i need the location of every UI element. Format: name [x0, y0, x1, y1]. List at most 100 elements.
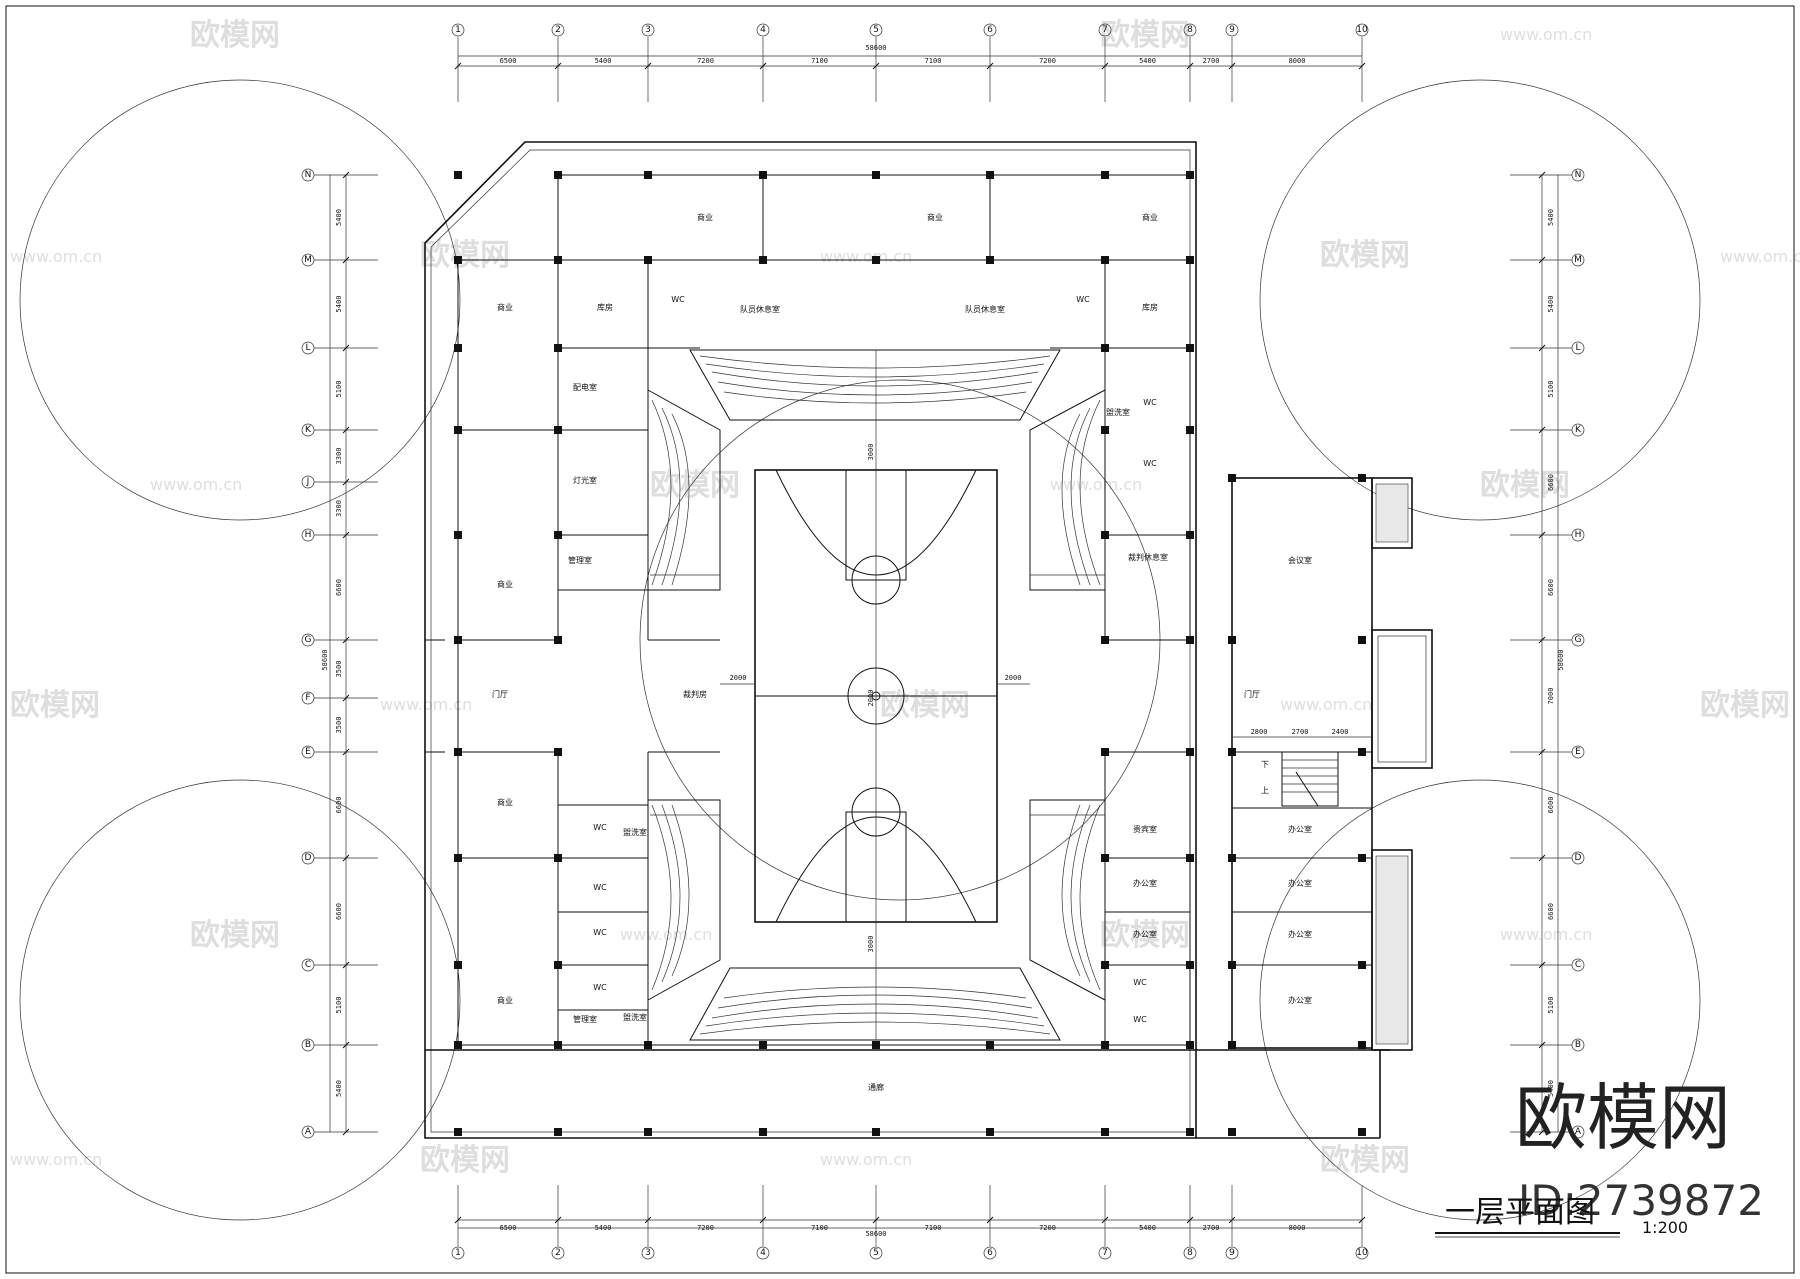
grid-bubble: [1225, 1246, 1239, 1260]
watermark-brand: 欧模网: [10, 688, 100, 723]
column: [554, 1041, 562, 1049]
dimension-tick: [1538, 961, 1546, 969]
watermark-url: www.om.cn: [380, 695, 472, 714]
watermark-brand: 欧模网: [1700, 688, 1790, 723]
grid-axis-label: M: [304, 255, 312, 265]
watermark-url: www.om.cn: [150, 475, 242, 494]
grid-spacing-dimension: 5400: [1547, 209, 1555, 226]
grid-axis-label: K: [305, 425, 312, 435]
grid-spacing-dimension: 6600: [335, 797, 343, 814]
column: [1101, 171, 1109, 179]
grid-spacing-dimension: 2700: [1203, 1224, 1220, 1232]
grid-axis-label: N: [1575, 170, 1582, 180]
grid-bubble: [301, 958, 315, 972]
grid-bubble: [1571, 1125, 1585, 1139]
column: [1358, 961, 1366, 969]
dimension-tick: [1538, 256, 1546, 264]
room-wc: WC: [593, 883, 607, 892]
grid-axis-label: 4: [760, 25, 766, 35]
grid-axis-label: J: [306, 477, 310, 487]
column: [1228, 854, 1236, 862]
grid-axis-label: 9: [1229, 1248, 1235, 1258]
room-team-rest: 队员休息室: [965, 304, 1005, 314]
watermark-brand: 欧模网: [1320, 1143, 1410, 1178]
dimension-tick: [1186, 62, 1194, 70]
grid-axis-label: D: [305, 853, 312, 863]
room-office: 办公室: [1288, 929, 1312, 939]
grid-total-dimension: 58600: [321, 649, 329, 670]
column: [872, 171, 880, 179]
room-wash: 盥洗室: [623, 827, 647, 837]
dimension-tick: [1538, 748, 1546, 756]
grid-bubble: [1571, 851, 1585, 865]
grid-spacing-dimension: 8000: [1289, 57, 1306, 65]
dimension-tick: [454, 62, 462, 70]
grid-bubble: [1571, 423, 1585, 437]
grid-axis-label: C: [305, 960, 311, 970]
grid-bubble: [1571, 1038, 1585, 1052]
column: [554, 961, 562, 969]
column: [644, 256, 652, 264]
grid-spacing-dimension: 6600: [335, 579, 343, 596]
dimension-tick: [1538, 531, 1546, 539]
room-wash: 盥洗室: [623, 1012, 647, 1022]
grid-bubble: [869, 23, 883, 37]
grid-spacing-dimension: 7200: [1039, 57, 1056, 65]
partitions: [457, 174, 1372, 1046]
watermark-url: www.om.cn: [1280, 695, 1372, 714]
column: [554, 748, 562, 756]
dimension-tick: [1538, 171, 1546, 179]
watermark-brand: 欧模网: [190, 18, 280, 53]
grid-axis-label: 8: [1187, 1248, 1193, 1258]
column: [454, 748, 462, 756]
watermark-url: www.om.cn: [1050, 475, 1142, 494]
stair-up-label: 上: [1261, 786, 1269, 795]
grid-spacing-dimension: 7100: [925, 1224, 942, 1232]
bleachers: [647, 349, 1106, 1041]
grid-layer: 5860016500254003720047100571006720075400…: [301, 23, 1585, 1260]
grid-bubble: [301, 633, 315, 647]
room-wc: WC: [1076, 295, 1090, 304]
column: [986, 256, 994, 264]
grid-axis-label: 5: [873, 1248, 879, 1258]
grid-spacing-dimension: 5100: [335, 381, 343, 398]
grid-bubble: [301, 528, 315, 542]
grid-axis-label: 5: [873, 25, 879, 35]
grid-spacing-dimension: 5400: [335, 209, 343, 226]
dimension-tick: [342, 1041, 350, 1049]
grid-spacing-dimension: 2700: [1203, 57, 1220, 65]
column: [454, 344, 462, 352]
column: [644, 171, 652, 179]
grid-bubble: [1183, 23, 1197, 37]
watermark-brand: 欧模网: [1100, 918, 1190, 953]
grid-bubble: [1571, 168, 1585, 182]
dimension-tick: [342, 694, 350, 702]
grid-axis-label: F: [305, 693, 310, 703]
grid-total-dimension: 58600: [1557, 649, 1565, 670]
grid-bubble: [301, 341, 315, 355]
room-wc: WC: [1143, 459, 1157, 468]
building-outline: [424, 141, 1433, 1139]
dimension-tick: [342, 426, 350, 434]
dimension-tick: [554, 1216, 562, 1224]
grid-bubble: [641, 1246, 655, 1260]
column: [454, 171, 462, 179]
column: [759, 256, 767, 264]
room-lighting: 灯光室: [573, 475, 597, 485]
grid-axis-label: 1: [455, 1248, 461, 1258]
column: [1101, 636, 1109, 644]
dimension-tick: [1101, 1216, 1109, 1224]
grid-spacing-dimension: 6600: [1547, 474, 1555, 491]
grid-spacing-dimension: 7100: [925, 57, 942, 65]
grid-spacing-dimension: 7000: [1547, 688, 1555, 705]
grid-bubble: [451, 1246, 465, 1260]
grid-bubble: [1225, 23, 1239, 37]
dimension-tick: [644, 62, 652, 70]
room-corridor: 通廊: [868, 1082, 884, 1092]
column: [1358, 474, 1366, 482]
grid-axis-label: M: [1574, 255, 1582, 265]
room-admin: 管理室: [568, 555, 592, 565]
grid-bubble: [1355, 1246, 1369, 1260]
